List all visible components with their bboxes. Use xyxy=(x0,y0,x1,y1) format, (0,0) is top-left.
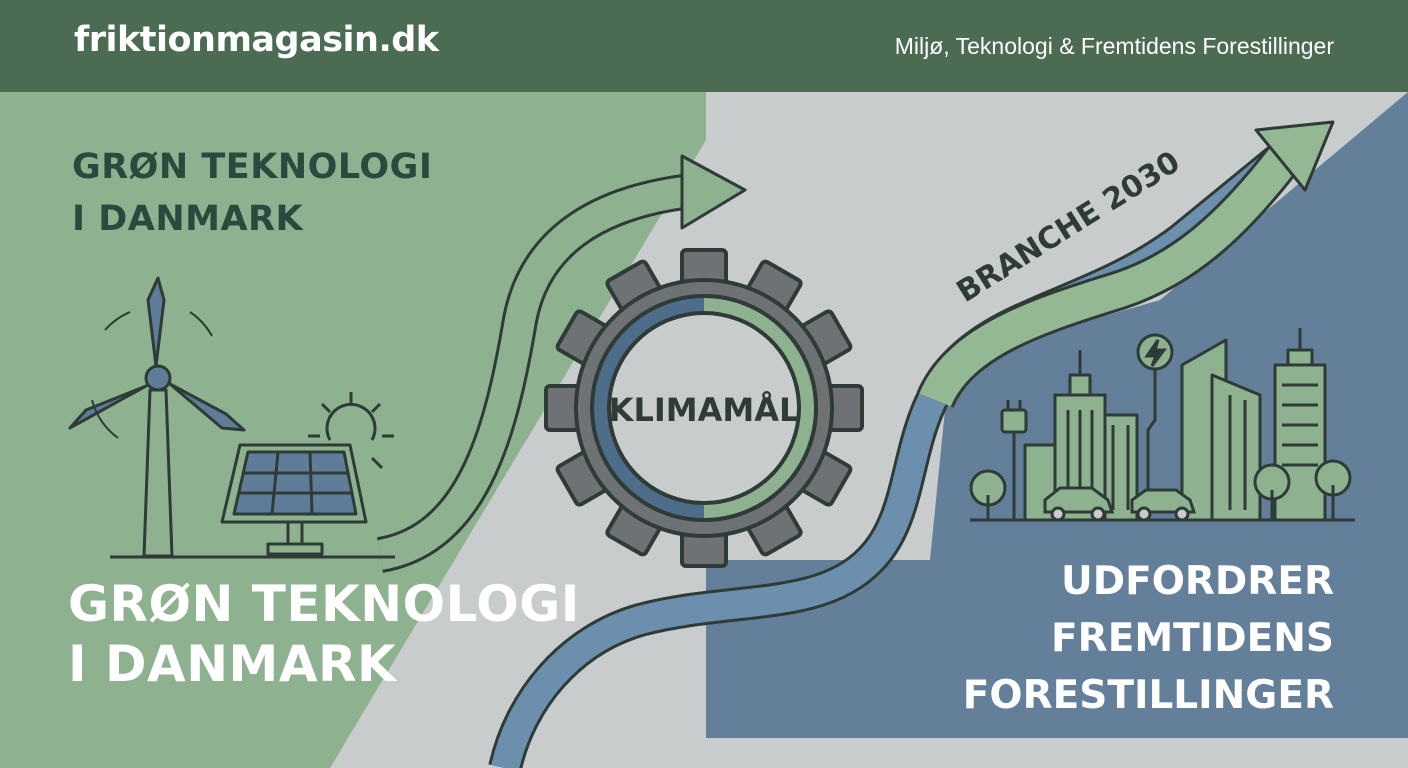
wave-arrow-green xyxy=(376,154,747,573)
headline-bottom: GRØN TEKNOLOGI I DANMARK xyxy=(68,574,580,694)
headline-top-line2: I DANMARK xyxy=(72,199,304,239)
subline-line1: UDFORDRER xyxy=(1061,559,1334,604)
wind-turbine-icon xyxy=(68,276,246,558)
gear-icon: KLIMAMÅL xyxy=(544,248,864,568)
headline-top-line1: GRØN TEKNOLOGI xyxy=(72,147,433,187)
site-header: friktionmagasin.dk Miljø, Teknologi & Fr… xyxy=(0,0,1408,92)
site-tagline: Miljø, Teknologi & Fremtidens Forestilli… xyxy=(894,33,1334,59)
solar-panel-icon xyxy=(220,443,368,556)
subline-line2: FREMTIDENS xyxy=(1051,616,1334,661)
wave-arrow-left xyxy=(488,120,1335,768)
gear-label: KLIMAMÅL xyxy=(609,391,800,429)
tree-icon xyxy=(969,459,1352,520)
lightning-bolt-icon xyxy=(1136,333,1174,520)
ev-charger-icon xyxy=(1000,400,1028,520)
subline-line3: FORESTILLINGER xyxy=(962,673,1334,718)
headline-bottom-line2: I DANMARK xyxy=(68,635,397,693)
electric-car-icon xyxy=(1043,486,1197,522)
arrow-head-right xyxy=(1254,120,1335,192)
sun-icon xyxy=(308,392,394,470)
headline-bottom-line1: GRØN TEKNOLOGI xyxy=(68,575,580,633)
headline-top: GRØN TEKNOLOGI I DANMARK xyxy=(72,141,432,245)
site-logo-text[interactable]: friktionmagasin.dk xyxy=(74,20,439,60)
subline: UDFORDRER FREMTIDENS FORESTILLINGER xyxy=(854,553,1334,724)
arrow-head-left xyxy=(680,154,747,230)
